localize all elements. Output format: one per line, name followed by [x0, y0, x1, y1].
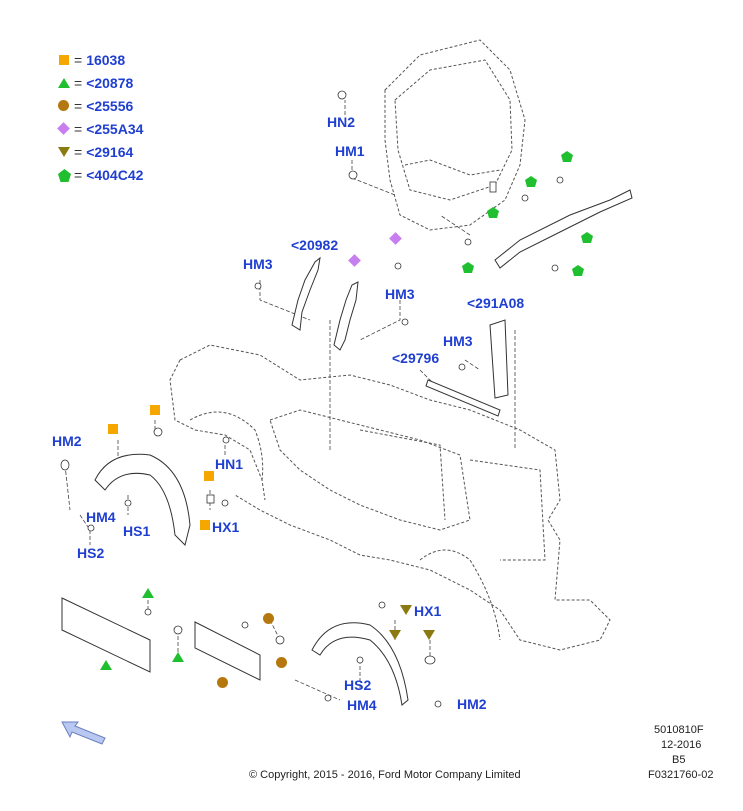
callout-291a08: <291A08 — [467, 295, 525, 311]
legend-row-25556: = <25556 — [58, 94, 143, 117]
legend: = 16038 = <20878 = <25556 = <255A34 = <2… — [57, 48, 144, 186]
door-strip — [425, 379, 501, 417]
callout-hx1-left: HX1 — [212, 519, 240, 535]
legend-code: <404C42 — [86, 166, 144, 183]
b-pillar-cover — [489, 319, 509, 399]
callout-hn2-top: HN2 — [327, 114, 356, 130]
callout-hm3-a: HM3 — [243, 256, 273, 272]
legend-equals: = — [74, 51, 83, 68]
triangle-marker-icon — [172, 652, 184, 662]
callout-hs2-left: HS2 — [77, 545, 105, 561]
legend-equals: = — [74, 166, 83, 183]
olive-triangle-down-icon — [58, 146, 70, 158]
clip-pentagon-markers — [462, 151, 593, 276]
callout-hs1: HS1 — [123, 523, 151, 539]
callout-20982: <20982 — [291, 237, 339, 253]
callout-hm3-c: HM3 — [443, 333, 473, 349]
callout-29796: <29796 — [392, 350, 440, 366]
footer-date: 12-2016 — [661, 739, 702, 751]
square-marker-icon — [108, 424, 118, 434]
circle-marker-icon — [263, 613, 274, 624]
sill-moulding-rear — [194, 621, 261, 681]
footer-code-2: F0321760-02 — [648, 769, 714, 781]
footer-rev: B5 — [672, 754, 686, 766]
callout-hs2-right: HS2 — [344, 677, 372, 693]
square-marker-icon — [150, 405, 160, 415]
direction-arrow-icon — [61, 721, 106, 745]
pillar-trim-left — [291, 256, 321, 331]
square-marker-icon — [204, 471, 214, 481]
callout-hn1: HN1 — [215, 456, 244, 472]
callout-hm4-left: HM4 — [86, 509, 116, 525]
purple-diamond-icon — [57, 121, 70, 135]
pillar-trim-right — [333, 281, 359, 351]
callout-hx1-right: HX1 — [414, 603, 442, 619]
legend-code: <20878 — [86, 74, 134, 91]
green-pentagon-icon — [58, 168, 71, 182]
vehicle-body-outline — [179, 344, 611, 651]
callout-hm4-right: HM4 — [347, 697, 377, 713]
wheel-arch-moulding-right — [311, 622, 409, 706]
footer-code-1: 5010810F — [654, 724, 704, 736]
callout-hm1: HM1 — [335, 143, 365, 159]
legend-row-255a34: = <255A34 — [57, 117, 144, 140]
rear-moulding-part — [494, 189, 633, 269]
callout-hm2-left: HM2 — [52, 433, 82, 449]
wheel-arch-moulding-left — [94, 453, 191, 546]
triangle-down-marker-icon — [400, 605, 412, 615]
green-triangle-icon — [58, 77, 70, 89]
callout-hm2-right: HM2 — [457, 696, 487, 712]
triangle-down-marker-icon — [423, 630, 435, 640]
circle-marker-icon — [217, 677, 228, 688]
legend-code: <25556 — [86, 97, 134, 114]
sill-moulding-front — [61, 597, 151, 673]
legend-equals: = — [74, 74, 83, 91]
orange-square-icon — [58, 54, 70, 66]
legend-row-20878: = <20878 — [58, 71, 143, 94]
brown-circle-icon — [58, 99, 70, 112]
footer-copyright: © Copyright, 2015 - 2016, Ford Motor Com… — [249, 769, 521, 781]
legend-row-16038: = 16038 — [58, 48, 143, 71]
legend-row-29164: = <29164 — [58, 140, 143, 163]
circle-marker-icon — [276, 657, 287, 668]
legend-code: <255A34 — [86, 120, 144, 137]
triangle-down-marker-icon — [389, 630, 401, 640]
triangle-marker-icon — [142, 588, 154, 598]
legend-equals: = — [74, 120, 83, 137]
legend-equals: = — [74, 143, 83, 160]
triangle-marker-icon — [100, 660, 112, 670]
legend-code: 16038 — [86, 51, 126, 68]
square-marker-icon — [200, 520, 210, 530]
legend-row-404c42: = <404C42 — [58, 163, 143, 186]
legend-equals: = — [74, 97, 83, 114]
callout-hm3-b: HM3 — [385, 286, 415, 302]
legend-code: <29164 — [86, 143, 134, 160]
tailgate-outline — [384, 39, 526, 231]
